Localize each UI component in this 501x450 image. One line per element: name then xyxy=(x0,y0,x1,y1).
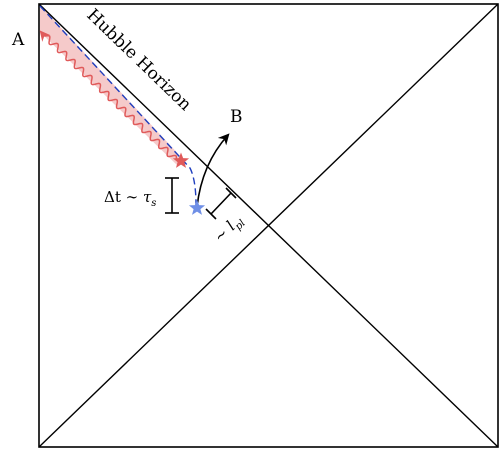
tau-subscript: s xyxy=(151,198,156,209)
planck-length-bracket xyxy=(205,187,237,220)
diagram-frame xyxy=(38,3,499,448)
shaded-region xyxy=(40,5,182,166)
delta-t-bracket xyxy=(165,177,179,214)
delta-t-text: Δt ∼ xyxy=(104,188,143,206)
hubble-horizon-dashed xyxy=(39,5,197,206)
planck-length-label: ∼ lpl xyxy=(210,211,247,248)
label-b: B xyxy=(230,107,243,127)
red-star-icon xyxy=(172,152,190,168)
hubble-horizon-label: Hubble Horizon xyxy=(83,5,196,115)
tau-symbol: τ xyxy=(143,188,152,206)
wavy-signal xyxy=(39,30,178,161)
label-a: A xyxy=(11,30,25,50)
diagonal-cross xyxy=(38,3,499,448)
arrow-to-b xyxy=(196,133,230,208)
delta-t-label: Δt ∼ τs xyxy=(104,188,156,209)
blue-star-icon xyxy=(188,199,206,215)
